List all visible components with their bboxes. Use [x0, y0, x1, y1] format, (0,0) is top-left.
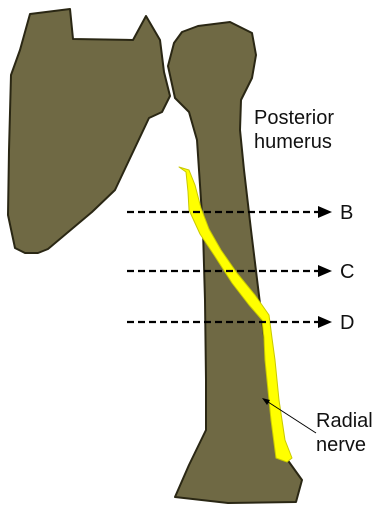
- structure-label: Posterior humerus: [254, 106, 334, 154]
- section-label-c: C: [340, 260, 354, 284]
- nerve-label: Radial nerve: [316, 409, 373, 457]
- section-label-d: D: [340, 311, 354, 335]
- scapula-shape: [8, 9, 170, 253]
- nerve-label-line-2: nerve: [316, 433, 373, 457]
- section-label-b: B: [340, 201, 353, 225]
- nerve-label-line-1: Radial: [316, 409, 373, 433]
- structure-label-line-2: humerus: [254, 130, 334, 154]
- structure-label-line-1: Posterior: [254, 106, 334, 130]
